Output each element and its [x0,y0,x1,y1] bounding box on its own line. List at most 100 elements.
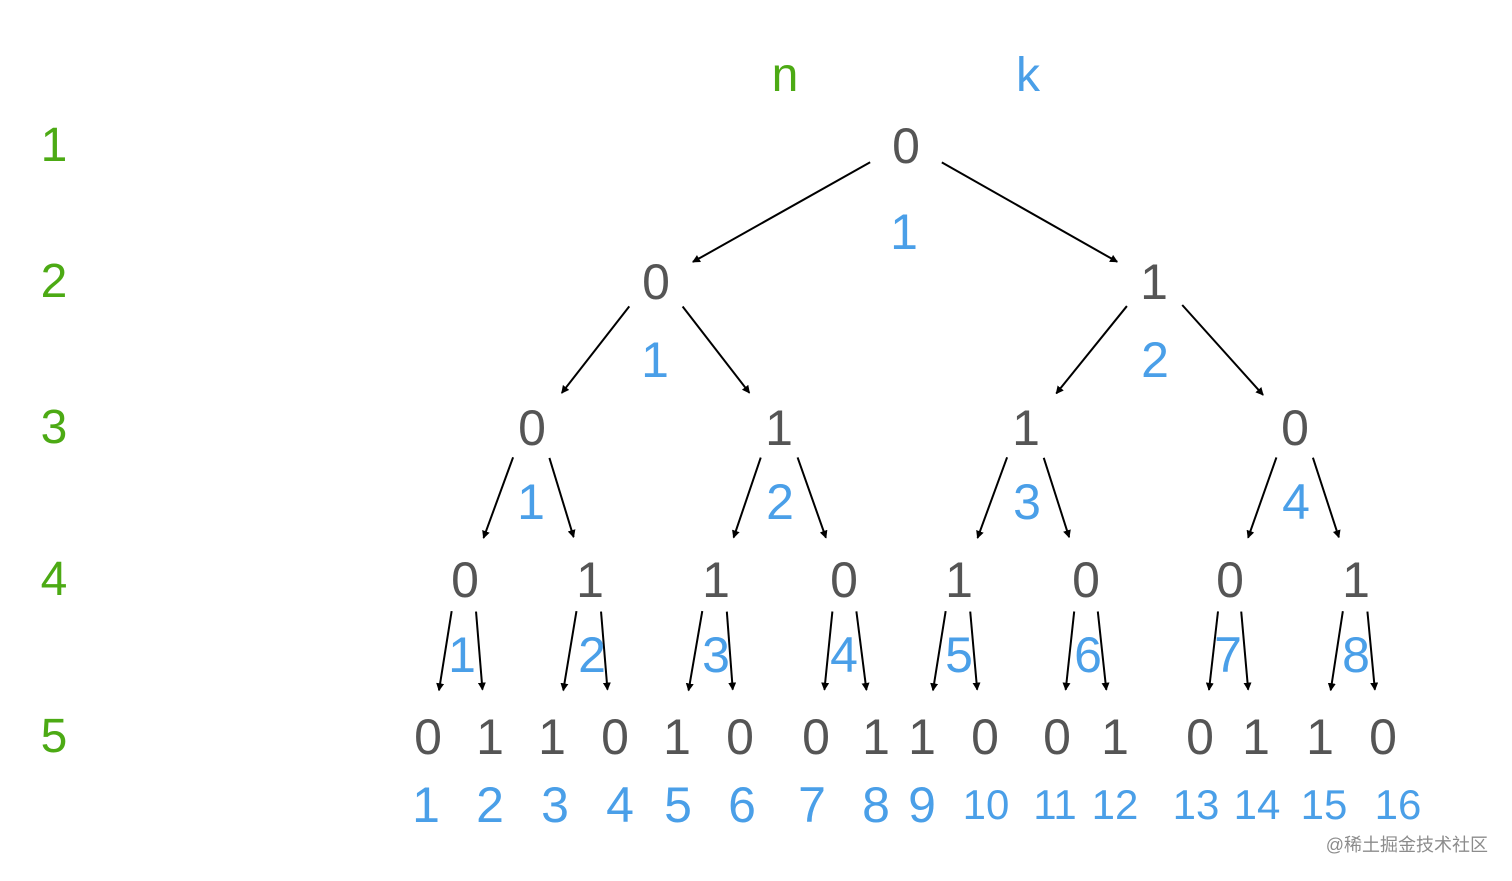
node-index: 6 [728,777,756,833]
node-index: 2 [766,474,794,530]
row-number: 1 [40,119,68,172]
node-value: 0 [1043,709,1071,765]
node-index: 1 [641,332,669,388]
edge-arrow [436,610,453,692]
node-value: 0 [518,400,546,456]
node-value: 1 [538,709,566,765]
edge-arrow [1240,611,1252,691]
node-value: 1 [1140,254,1168,310]
node-value: 1 [765,400,793,456]
node-index: 4 [830,627,858,683]
node-index: 5 [664,777,692,833]
edge-arrow [1311,457,1341,539]
node-index: 2 [1141,332,1169,388]
node-value: 0 [1369,709,1397,765]
node-value: 0 [971,709,999,765]
edge-arrow [475,611,486,691]
node-index: 5 [945,627,973,683]
watermark: @稀土掘金技术社区 [1325,835,1488,855]
edge-arrow [1246,457,1278,539]
node-index: 7 [798,777,826,833]
node-index: 6 [1074,627,1102,683]
node-index: 8 [1342,627,1370,683]
node-value: 0 [802,709,830,765]
edge-arrow [1327,611,1344,692]
edge-arrow [976,456,1009,539]
edge-arrow [692,161,871,263]
node-index: 1 [448,627,476,683]
edge-arrow [1062,611,1076,691]
node-index: 13 [1172,781,1220,828]
header-n: n [771,49,799,102]
edge-arrow [548,457,576,538]
node-index: 14 [1233,781,1281,828]
edge-arrow [482,456,515,539]
node-index: 10 [962,781,1010,828]
edge-arrow [600,611,611,691]
node-value: 0 [1281,400,1309,456]
node-index: 1 [890,204,918,260]
edge-arrow [1181,304,1264,396]
node-value: 1 [476,709,504,765]
node-index: 2 [578,627,606,683]
node-value: 1 [945,552,973,608]
node-index: 3 [541,777,569,833]
node-value: 1 [663,709,691,765]
node-index: 7 [1214,627,1242,683]
edge-arrow [560,305,631,394]
node-value: 0 [601,709,629,765]
node-index: 16 [1374,781,1422,828]
node-value: 0 [642,254,670,310]
node-value: 0 [451,552,479,608]
node-index: 4 [1282,474,1310,530]
node-index: 8 [862,777,890,833]
node-value: 1 [908,709,936,765]
row-number: 2 [40,255,68,308]
node-value: 1 [1101,709,1129,765]
node-index: 3 [1013,474,1041,530]
edge-arrow [1205,611,1219,691]
node-value: 0 [892,118,920,174]
edge-arrow [855,611,870,691]
node-value: 1 [1242,709,1270,765]
header-k: k [1016,49,1040,102]
node-value: 0 [1072,552,1100,608]
row-number: 5 [40,710,68,763]
edge-arrow [681,305,751,394]
node-index: 9 [908,777,936,833]
edge-arrow [969,611,981,691]
edge-arrow [725,611,737,691]
node-value: 1 [1012,400,1040,456]
node-value: 1 [702,552,730,608]
edge-arrow [732,457,762,539]
node-value: 1 [1342,552,1370,608]
edge-arrow [1096,611,1110,691]
node-value: 0 [1186,709,1214,765]
edge-arrow [560,610,578,692]
node-value: 0 [1216,552,1244,608]
row-number: 3 [40,401,68,454]
edge-arrow [1366,611,1379,691]
row-number: 4 [40,553,68,606]
node-value: 0 [830,552,858,608]
edge-arrow [685,610,704,692]
node-index: 3 [702,627,730,683]
node-index: 12 [1091,781,1139,828]
node-index: 11 [1033,781,1077,828]
edge-arrow [796,457,828,539]
node-index: 1 [517,474,545,530]
edge-arrow [821,611,834,691]
node-value: 0 [414,709,442,765]
edge-arrow [930,610,947,692]
node-index: 4 [606,777,634,833]
node-value: 1 [1306,709,1334,765]
tree-edges [436,161,1379,692]
edge-arrow [1042,457,1071,539]
node-value: 1 [576,552,604,608]
node-value: 0 [726,709,754,765]
edge-arrow [941,161,1119,263]
edge-arrow [1055,305,1128,395]
node-value: 1 [862,709,890,765]
node-index: 2 [476,777,504,833]
